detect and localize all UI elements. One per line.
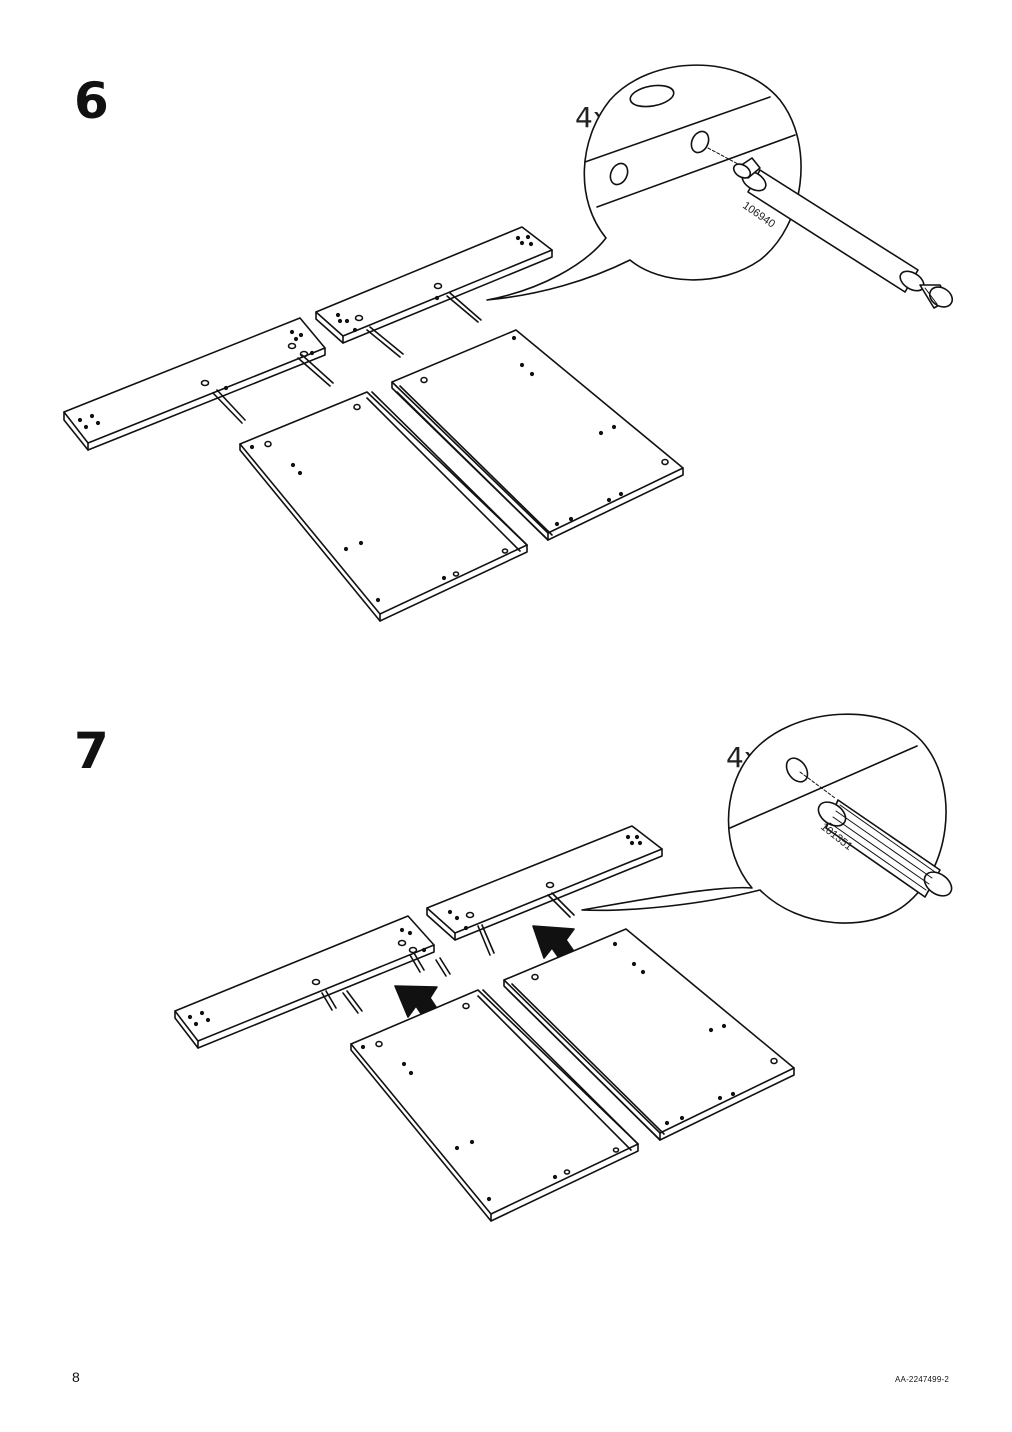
step-7-rail-right: [426, 825, 663, 956]
wood-dowel-icon: [817, 799, 953, 898]
page-number: 8: [72, 1369, 80, 1385]
step-7-detail-callout: 101351: [581, 713, 953, 924]
step-6-number: 6: [74, 72, 109, 130]
step-6-rail-left: [63, 317, 334, 451]
step-6-panel-left: [239, 391, 528, 622]
step-7-rail-left: [174, 915, 451, 1049]
step-6-rail-right: [315, 226, 553, 358]
dowel-icon: [732, 157, 954, 309]
step-7-panel-left: [350, 989, 639, 1222]
step-6-panel-right: [391, 329, 684, 541]
step-7-panel-right: [503, 928, 795, 1141]
document-code: AA-2247499-2: [895, 1375, 949, 1384]
step-6-detail-callout: 106940: [486, 64, 954, 309]
step-6-illustration: 106940: [63, 64, 954, 622]
step-7-number: 7: [74, 722, 109, 780]
